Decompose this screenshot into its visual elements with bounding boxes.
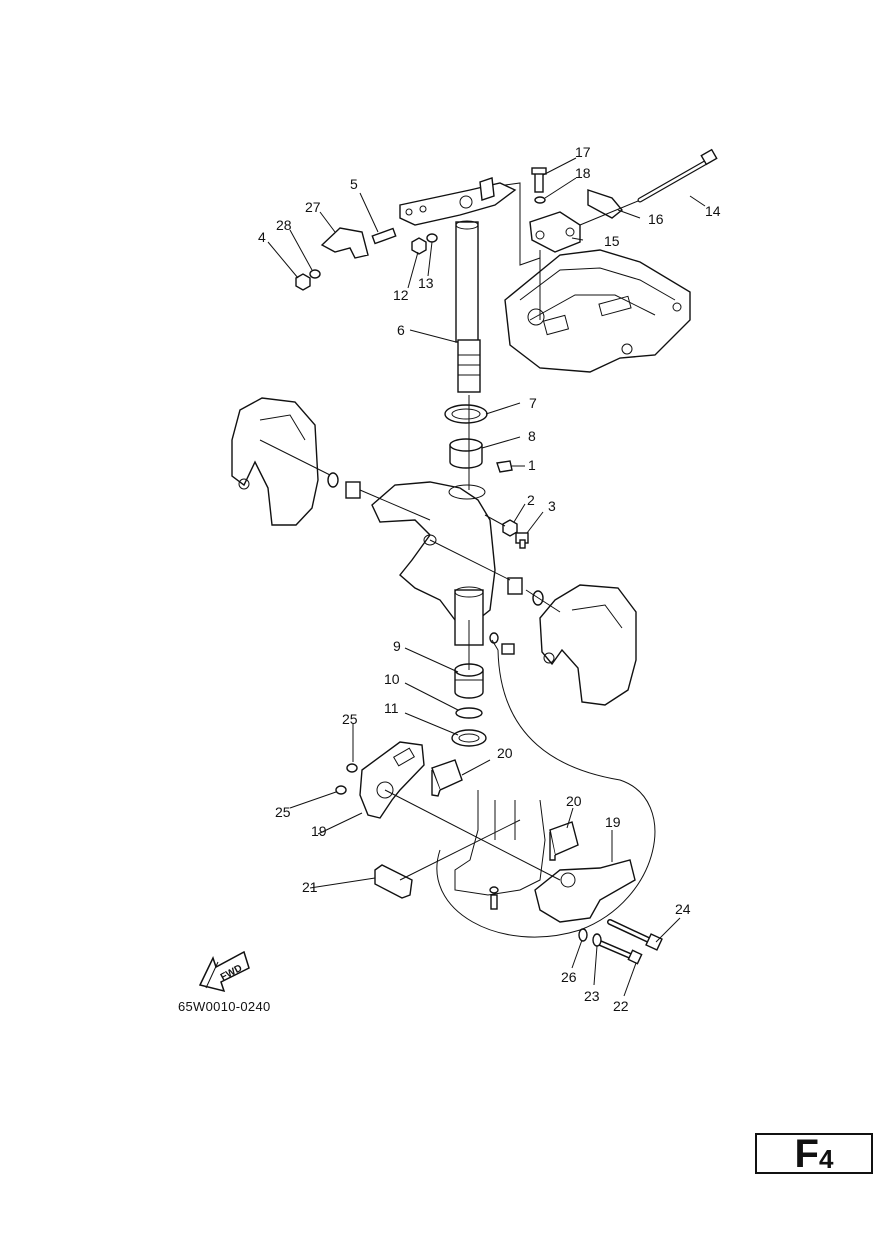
callout-4: 4 bbox=[258, 229, 266, 245]
bushing-8 bbox=[449, 438, 483, 469]
mount-cover-outline bbox=[436, 649, 656, 938]
bolt-5 bbox=[371, 227, 397, 245]
callout-26: 26 bbox=[561, 969, 577, 985]
callout-19-right: 19 bbox=[605, 814, 621, 830]
steering-bracket bbox=[399, 177, 517, 226]
leader-lines bbox=[267, 157, 706, 997]
callout-23: 23 bbox=[584, 988, 600, 1004]
upper-case-base bbox=[504, 249, 691, 373]
plate-16 bbox=[587, 189, 623, 219]
fwd-arrow-icon: FWD bbox=[198, 950, 250, 993]
mount-housing-19-left bbox=[359, 741, 425, 819]
assembly-lines bbox=[259, 182, 561, 881]
washer-28 bbox=[309, 269, 321, 279]
bolt-24 bbox=[607, 919, 663, 951]
callout-3: 3 bbox=[548, 498, 556, 514]
callout-27: 27 bbox=[305, 199, 321, 215]
callout-24: 24 bbox=[675, 901, 691, 917]
washer-18 bbox=[534, 196, 546, 204]
bushing-left bbox=[345, 481, 361, 499]
seal-11 bbox=[451, 729, 487, 747]
callout-18: 18 bbox=[575, 165, 591, 181]
washer-25b bbox=[335, 785, 347, 795]
o-ring-10 bbox=[455, 707, 483, 719]
washer-7 bbox=[444, 404, 488, 424]
bracket-27 bbox=[320, 227, 369, 259]
steering-shaft bbox=[455, 220, 481, 393]
washer-13 bbox=[426, 233, 438, 243]
rubber-mount-20b bbox=[549, 821, 579, 861]
nut-2 bbox=[502, 519, 518, 537]
nut-4 bbox=[295, 273, 311, 291]
screw-center bbox=[489, 886, 499, 910]
callout-21: 21 bbox=[302, 879, 318, 895]
upper-case-ghost bbox=[454, 790, 546, 896]
callout-labels: 17 18 16 14 15 5 27 28 4 12 13 6 7 8 1 2… bbox=[258, 144, 721, 1014]
grease-nipple bbox=[489, 632, 515, 655]
page-tab-letter: F bbox=[794, 1131, 819, 1176]
bolt-14 bbox=[637, 148, 718, 203]
clamp-bracket-right bbox=[539, 584, 637, 706]
callout-25-upper: 25 bbox=[342, 711, 358, 727]
callout-13: 13 bbox=[418, 275, 434, 291]
washer-23 bbox=[592, 933, 602, 947]
callout-7: 7 bbox=[529, 395, 537, 411]
key-1 bbox=[496, 460, 513, 473]
callout-17: 17 bbox=[575, 144, 591, 160]
page-tab-number: 4 bbox=[818, 1143, 834, 1174]
washer-26 bbox=[578, 928, 588, 942]
callout-10: 10 bbox=[384, 671, 400, 687]
nut-12 bbox=[411, 237, 427, 255]
callout-20-lower: 20 bbox=[566, 793, 582, 809]
callout-1: 1 bbox=[528, 457, 536, 473]
callout-19-left: 19 bbox=[311, 823, 327, 839]
callout-12: 12 bbox=[393, 287, 409, 303]
callout-28: 28 bbox=[276, 217, 292, 233]
bolt-17 bbox=[531, 167, 547, 193]
bushing-right bbox=[507, 577, 523, 595]
bracket-15 bbox=[529, 211, 581, 253]
diagram-code: 65W0010-0240 bbox=[178, 999, 271, 1014]
mount-housing-19-right bbox=[534, 859, 636, 923]
clamp-bracket-left bbox=[231, 397, 319, 526]
rubber-mount-20a bbox=[431, 759, 463, 797]
callout-11: 11 bbox=[384, 700, 399, 716]
callout-8: 8 bbox=[528, 428, 536, 444]
callout-5: 5 bbox=[350, 176, 358, 192]
bolt-3 bbox=[515, 532, 529, 549]
callout-15: 15 bbox=[604, 233, 620, 249]
callout-22: 22 bbox=[613, 998, 629, 1014]
callout-20-upper: 20 bbox=[497, 745, 513, 761]
callout-25-lower: 25 bbox=[275, 804, 291, 820]
callout-6: 6 bbox=[397, 322, 405, 338]
callout-9: 9 bbox=[393, 638, 401, 654]
bolt-22 bbox=[597, 940, 643, 965]
swivel-bracket bbox=[371, 481, 496, 646]
callout-16: 16 bbox=[648, 211, 664, 227]
washer-left bbox=[327, 472, 339, 488]
callout-14: 14 bbox=[705, 203, 721, 219]
washer-25a bbox=[346, 763, 358, 773]
block-21 bbox=[374, 864, 413, 899]
page-section-tab: F 4 bbox=[755, 1133, 873, 1174]
callout-2: 2 bbox=[527, 492, 535, 508]
